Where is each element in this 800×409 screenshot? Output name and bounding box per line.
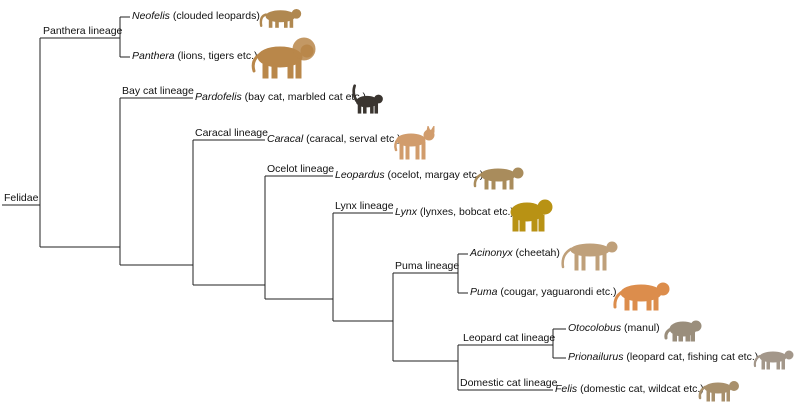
genus-name: Acinonyx	[470, 247, 513, 259]
wildcat-icon	[698, 381, 739, 402]
lynx-icon	[510, 199, 553, 232]
genus-name: Leopardus	[335, 169, 385, 181]
lineage-label-leopard-cat: Leopard cat lineage	[463, 332, 556, 344]
cheetah-icon	[561, 241, 618, 271]
taxon-caracal: Caracal (caracal, serval etc.)	[267, 133, 401, 145]
common-names: (cougar, yaguarondi etc.)	[497, 286, 617, 298]
genus-name: Panthera	[132, 50, 175, 62]
genus-name: Otocolobus	[568, 322, 622, 334]
root-label: Felidae	[4, 192, 39, 204]
taxon-puma: Puma (cougar, yaguarondi etc.)	[470, 286, 617, 298]
common-names: (cheetah)	[512, 247, 560, 259]
genus-name: Felis	[555, 383, 578, 395]
ocelot-icon	[473, 167, 524, 190]
taxon-lynx: Lynx (lynxes, bobcat etc.)	[395, 206, 514, 218]
taxon-leopardus: Leopardus (ocelot, margay etc.)	[335, 169, 483, 181]
genus-name: Lynx	[395, 206, 417, 218]
genus-name: Neofelis	[132, 10, 170, 22]
cougar-icon	[613, 282, 670, 311]
genus-name: Prionailurus	[568, 351, 624, 363]
common-names: (clouded leopards)	[169, 10, 260, 22]
lineage-label-puma: Puma lineage	[395, 260, 460, 272]
common-names: (bay cat, marbled cat etc.)	[241, 91, 367, 103]
lineage-label-lynx: Lynx lineage	[335, 200, 394, 212]
common-names: (caracal, serval etc.)	[303, 133, 401, 145]
manul-icon	[664, 320, 702, 342]
common-names: (ocelot, margay etc.)	[384, 169, 484, 181]
lineage-label-panthera: Panthera lineage	[43, 25, 123, 37]
taxon-pardofelis: Pardofelis (bay cat, marbled cat etc.)	[195, 91, 366, 103]
taxon-neofelis: Neofelis (clouded leopards)	[132, 10, 260, 22]
lion-icon	[251, 37, 316, 79]
lineage-label-bay-cat: Bay cat lineage	[122, 85, 194, 97]
marbled-cat-icon	[352, 84, 383, 114]
lineage-label-domestic-cat: Domestic cat lineage	[460, 377, 558, 389]
genus-name: Caracal	[267, 133, 304, 145]
common-names: (manul)	[621, 322, 660, 334]
taxon-acinonyx: Acinonyx (cheetah)	[470, 247, 560, 259]
lineage-label-ocelot: Ocelot lineage	[267, 163, 335, 175]
genus-name: Puma	[470, 286, 498, 298]
genus-name: Pardofelis	[195, 91, 242, 103]
leopard-cat-icon	[753, 350, 794, 370]
common-names: (leopard cat, fishing cat etc.)	[623, 351, 759, 363]
taxon-otocolobus: Otocolobus (manul)	[568, 322, 660, 334]
common-names: (domestic cat, wildcat etc.)	[577, 383, 704, 395]
common-names: (lions, tigers etc.)	[174, 50, 258, 62]
common-names: (lynxes, bobcat etc.)	[417, 206, 514, 218]
taxon-felis: Felis (domestic cat, wildcat etc.)	[555, 383, 704, 395]
taxon-panthera: Panthera (lions, tigers etc.)	[132, 50, 257, 62]
caracal-icon	[394, 126, 435, 160]
taxon-prionailurus: Prionailurus (leopard cat, fishing cat e…	[568, 351, 758, 363]
lineage-label-caracal: Caracal lineage	[195, 127, 268, 139]
clouded-leopard-icon	[259, 9, 302, 28]
